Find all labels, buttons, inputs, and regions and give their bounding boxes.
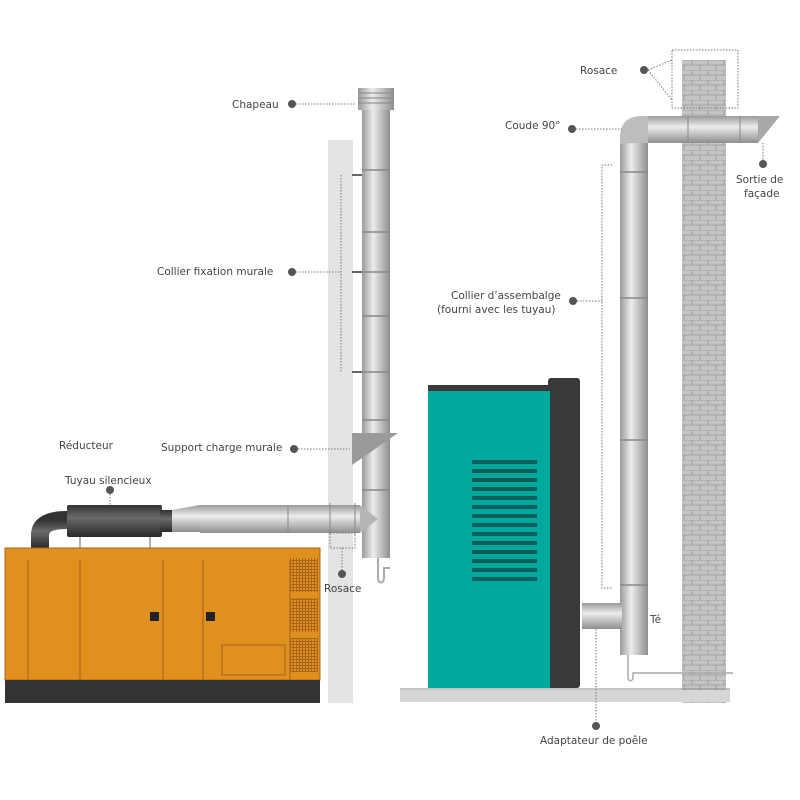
label-tuyau-silencieux: Tuyau silencieux [64,475,152,487]
callout-dot [106,486,114,494]
stove-vents [472,460,537,581]
label-sortie-line1: Sortie de [736,174,783,186]
label-collier-fixation: Collier fixation murale [157,266,273,278]
label-reducteur: Réducteur [59,440,114,452]
callout-dot [592,722,600,730]
callout-dot [759,160,767,168]
label-coude: Coude 90° [505,120,560,132]
label-adaptateur: Adaptateur de poêle [540,735,648,747]
pellet-stove [428,378,580,688]
brick-wall [682,60,726,703]
label-te: Té [649,614,661,626]
rosace-leader-box [671,49,739,109]
label-support-charge: Support charge murale [161,442,282,454]
label-sortie-line2: façade [744,188,779,200]
label-collier-assemblage-2: (fourni avec les tuyau) [437,304,556,316]
callout-dot [568,125,576,133]
label-collier-assemblage-1: Collier d’assembalge [451,290,561,302]
wall-brackets [352,174,362,373]
bottom-tee-drain [377,558,390,584]
vertical-flue-right [582,116,780,682]
label-rosace-left: Rosace [324,583,361,595]
label-rosace-right: Rosace [580,65,617,77]
callout-dot [640,66,648,74]
support-bracket [352,433,398,465]
callout-dot [569,297,577,305]
collier-leader [601,164,612,589]
floor [400,690,730,702]
callout-dot [290,445,298,453]
vertical-flue-left [362,108,390,558]
callout-dot [288,268,296,276]
callout-dot [338,570,346,578]
horizontal-pipe-left [31,503,378,549]
label-chapeau: Chapeau [232,99,279,111]
callout-dot [288,100,296,108]
wall-left [328,140,353,703]
generator [4,547,321,703]
chapeau-cap [358,88,394,110]
